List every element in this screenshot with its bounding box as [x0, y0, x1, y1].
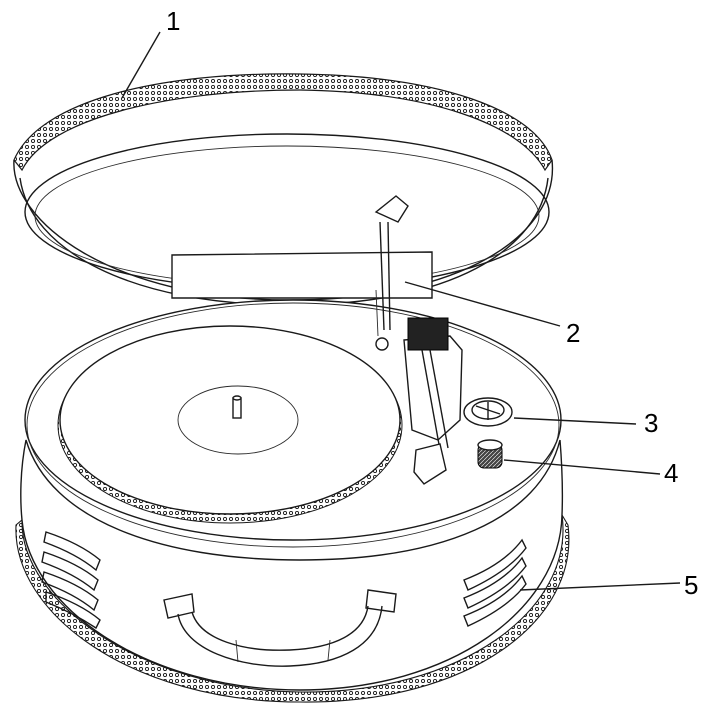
volume-knob — [477, 439, 503, 469]
callout-2: 2 — [566, 318, 580, 348]
leader-line-3 — [513, 417, 637, 425]
tonearm-base — [403, 335, 463, 441]
tonearm-headshell — [413, 443, 447, 485]
callout-numbers: 1 2 3 4 5 — [166, 6, 698, 600]
spindle — [232, 395, 242, 419]
callout-4: 4 — [664, 458, 678, 488]
leader-line-1 — [121, 31, 161, 99]
callout-1: 1 — [166, 6, 180, 36]
callout-5: 5 — [684, 570, 698, 600]
platter — [57, 325, 403, 524]
tonearm-rest — [375, 337, 389, 351]
tonearm-counterweight — [407, 317, 449, 351]
leader-line-2 — [404, 281, 561, 327]
leader-line-4 — [503, 459, 661, 475]
lid-stay — [374, 195, 409, 337]
speaker-grille-right — [463, 538, 527, 627]
platter-mat — [59, 325, 401, 515]
tonearm-assembly — [375, 317, 463, 485]
record-label — [177, 385, 299, 455]
lid-hinge-plate — [171, 251, 433, 299]
callout-3: 3 — [644, 408, 658, 438]
base-beaded-rim — [15, 514, 570, 703]
base-top-edge — [26, 302, 560, 548]
speed-selector — [463, 397, 513, 427]
speaker-grille-left — [41, 531, 101, 630]
lid-beaded-rim — [13, 73, 553, 172]
lid — [13, 73, 554, 306]
leader-lines — [121, 31, 681, 591]
tonearm-arm — [421, 349, 441, 451]
leader-line-5 — [519, 582, 681, 591]
carry-handle — [163, 589, 397, 667]
